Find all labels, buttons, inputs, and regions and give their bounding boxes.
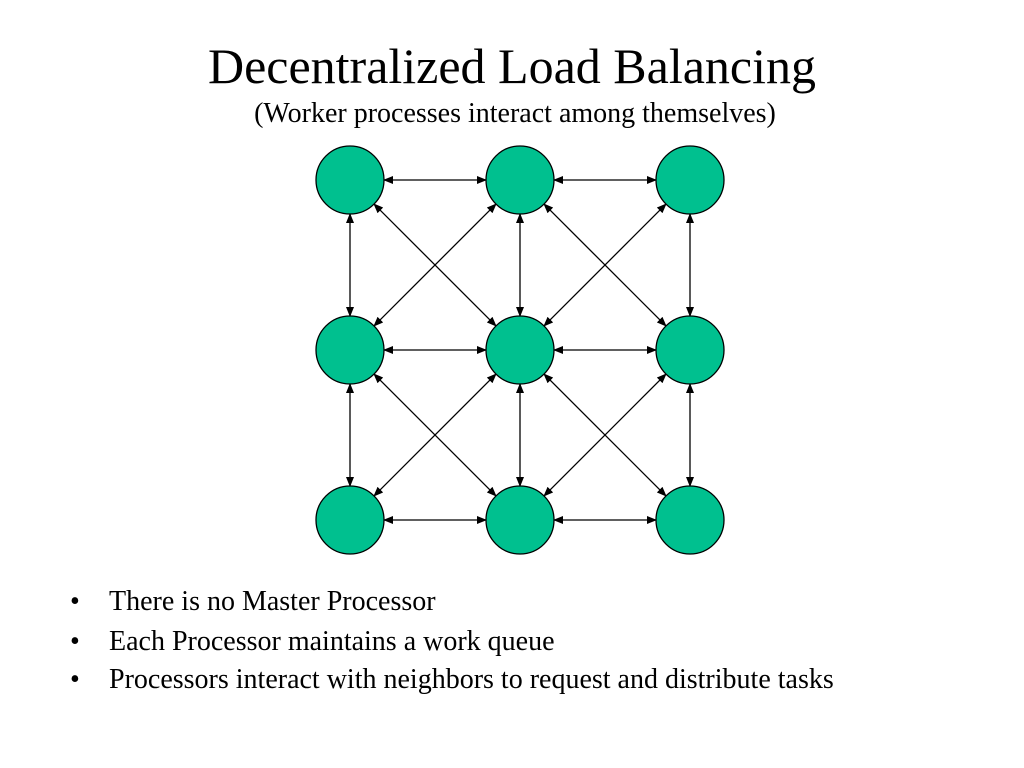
processor-node — [655, 145, 725, 215]
processor-node — [315, 145, 385, 215]
bullet-item: • There is no Master Processor — [70, 584, 950, 619]
connection-edges — [346, 176, 694, 524]
bidirectional-arrow — [373, 373, 497, 497]
processor-node — [655, 315, 725, 385]
slide-subtitle: (Worker processes interact among themsel… — [254, 98, 776, 129]
processor-node — [485, 485, 555, 555]
processor-node — [485, 315, 555, 385]
bidirectional-arrow — [543, 203, 667, 327]
processor-node — [315, 485, 385, 555]
bullet-list: • There is no Master Processor • Each Pr… — [70, 584, 950, 701]
bullet-marker: • — [70, 626, 80, 657]
processor-nodes — [315, 145, 725, 555]
bullet-text: Each Processor maintains a work queue — [109, 626, 555, 657]
bullet-marker: • — [70, 664, 80, 695]
bidirectional-arrow — [543, 373, 667, 497]
slide-title: Decentralized Load Balancing — [207, 38, 817, 94]
processor-node — [315, 315, 385, 385]
processor-node — [485, 145, 555, 215]
bullet-marker: • — [70, 586, 80, 617]
processor-node — [655, 485, 725, 555]
bullet-text: Processors interact with neighbors to re… — [109, 664, 834, 695]
bidirectional-arrow — [373, 203, 497, 327]
bullet-item: • Processors interact with neighbors to … — [70, 664, 950, 696]
bullet-item: • Each Processor maintains a work queue — [70, 624, 950, 659]
bullet-text: There is no Master Processor — [109, 586, 436, 617]
